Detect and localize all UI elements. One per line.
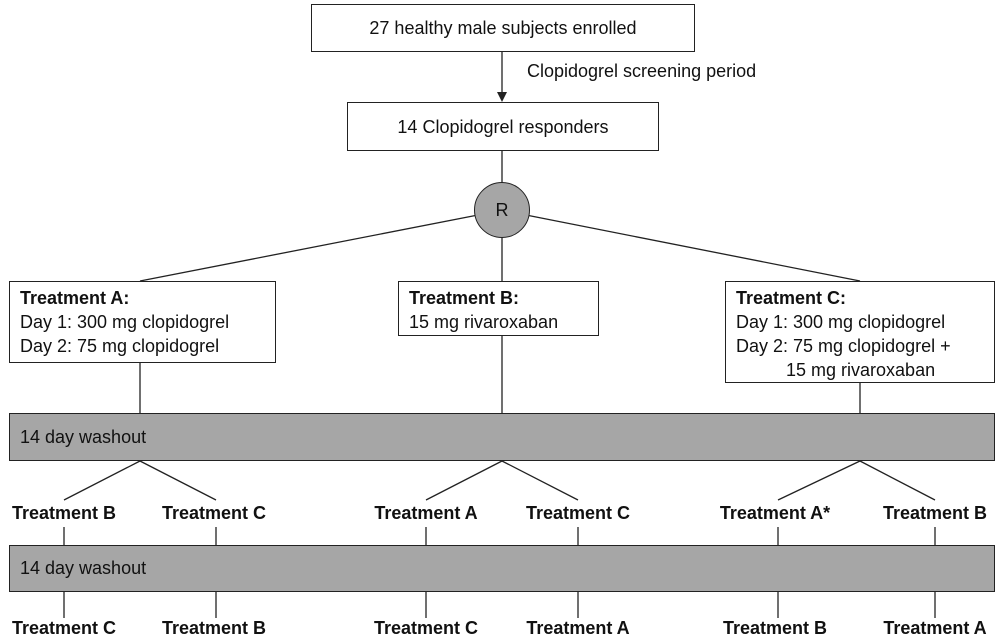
treatment-c-dose-line: Day 2: 75 mg clopidogrel + [736, 336, 951, 356]
treatment-c-box: Treatment C: Day 1: 300 mg clopidogrel D… [725, 281, 995, 383]
enrollment-box: 27 healthy male subjects enrolled [311, 4, 695, 52]
period2-treatment-label: Treatment B [11, 503, 117, 523]
treatment-a-box: Treatment A: Day 1: 300 mg clopidogrel D… [9, 281, 276, 363]
treatment-c-dose-line: 15 mg rivaroxaban [736, 360, 936, 380]
branch-b-left-line [425, 460, 503, 501]
washout-label: 14 day washout [20, 558, 147, 578]
treatment-b-box: Treatment B: 15 mg rivaroxaban [398, 281, 599, 336]
period3-treatment-label: Treatment C [373, 618, 479, 638]
randomization-node: R [474, 182, 530, 238]
period3-treatment-label: Treatment A [883, 618, 987, 638]
randomization-to-c-line [525, 214, 861, 282]
treatment-a-dose-line: Day 2: 75 mg clopidogrel [20, 336, 220, 356]
period2-treatment-label: Treatment A* [719, 503, 831, 523]
treatment-b-dose-line: 15 mg rivaroxaban [409, 312, 559, 332]
period3-treatment-label: Treatment A [526, 618, 630, 638]
responders-label: 14 Clopidogrel responders [397, 116, 609, 137]
treatment-a-dose-line: Day 1: 300 mg clopidogrel [20, 312, 230, 332]
randomization-label: R [495, 199, 509, 220]
period2-treatment-label: Treatment C [161, 503, 267, 523]
period3-treatment-label: Treatment B [722, 618, 828, 638]
treatment-c-title: Treatment C: [736, 288, 847, 308]
washout-label: 14 day washout [20, 426, 147, 447]
treatment-a-title: Treatment A: [20, 288, 130, 308]
responders-box: 14 Clopidogrel responders [347, 102, 659, 151]
treatment-b-title: Treatment B: [409, 288, 520, 308]
treatment-c-dose-line: Day 1: 300 mg clopidogrel [736, 312, 946, 332]
period2-treatment-label: Treatment A [374, 503, 478, 523]
branch-a-right-line [139, 460, 217, 501]
period3-treatment-label: Treatment B [161, 618, 267, 638]
branch-b-right-line [501, 460, 579, 501]
period3-treatment-label: Treatment C [11, 618, 117, 638]
period2-treatment-label: Treatment C [525, 503, 631, 523]
washout-band: 14 day washout [9, 545, 995, 592]
period2-treatment-label: Treatment B [882, 503, 988, 523]
branch-c-right-line [859, 460, 936, 501]
screening-period-label: Clopidogrel screening period [527, 61, 757, 81]
branch-a-left-line [63, 460, 141, 501]
washout-band: 14 day washout [9, 413, 995, 461]
enrollment-label: 27 healthy male subjects enrolled [369, 18, 637, 38]
randomization-to-a-line [139, 214, 479, 282]
branch-c-left-line [777, 460, 861, 501]
